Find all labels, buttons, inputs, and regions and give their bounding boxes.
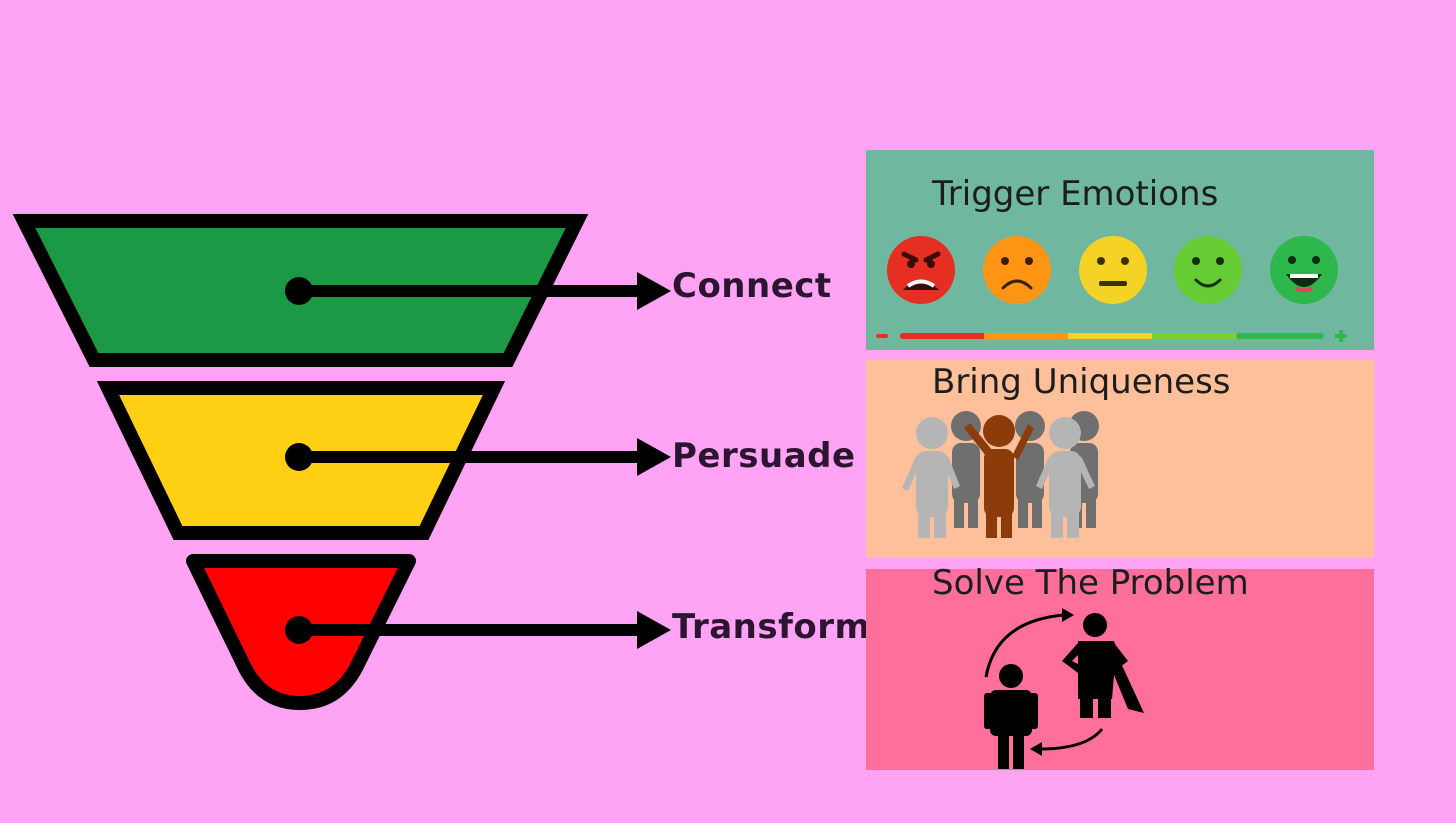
stage-label-transform: Transform bbox=[672, 607, 871, 647]
smile-face-icon bbox=[1174, 236, 1242, 304]
emotion-gradient-bar bbox=[876, 330, 1347, 342]
person-to-hero-icon bbox=[984, 608, 1144, 769]
connector-transform bbox=[285, 611, 671, 649]
angry-face-icon bbox=[887, 236, 955, 304]
stage-label-persuade: Persuade bbox=[672, 436, 856, 476]
stage-label-connect: Connect bbox=[672, 266, 832, 306]
panel-title: Solve The Problem bbox=[932, 563, 1249, 603]
happy-face-icon bbox=[1270, 236, 1338, 304]
panel-trigger-emotions: Trigger Emotions bbox=[866, 150, 1374, 350]
emotion-scale-graphic bbox=[876, 236, 1347, 342]
sad-face-icon bbox=[983, 236, 1051, 304]
panel-bring-uniqueness: Bring Uniqueness bbox=[866, 360, 1374, 558]
connector-connect bbox=[285, 272, 671, 310]
neutral-face-icon bbox=[1079, 236, 1147, 304]
connector-persuade bbox=[285, 438, 671, 476]
crowd-standout-icon bbox=[902, 411, 1099, 538]
panel-title: Trigger Emotions bbox=[932, 174, 1219, 214]
panel-title: Bring Uniqueness bbox=[932, 362, 1231, 402]
panel-solve-the-problem: Solve The Problem bbox=[866, 563, 1374, 770]
